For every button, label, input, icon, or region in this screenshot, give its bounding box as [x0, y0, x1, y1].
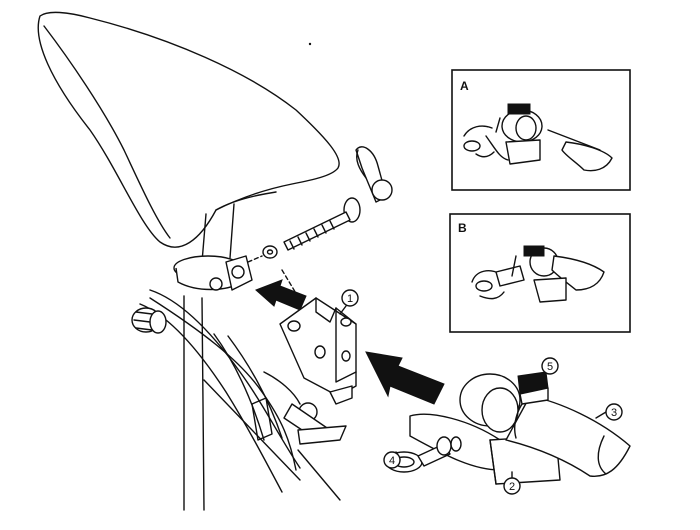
assembly-line: [247, 255, 263, 263]
inset-b-label: B: [458, 221, 467, 235]
bicycle-saddle: [37, 11, 340, 248]
callout-3: 3: [605, 403, 623, 421]
seat-post: [201, 203, 235, 263]
direction-arrow-icon: [255, 279, 307, 311]
washer: [262, 245, 278, 259]
inset-b: B: [449, 213, 631, 333]
leader-line: [595, 411, 607, 419]
quick-release-lever: [343, 146, 393, 223]
callout-1-label: 1: [347, 293, 353, 305]
callout-5: 5: [541, 357, 559, 375]
leader-line: [339, 305, 347, 315]
callout-3-label: 3: [611, 407, 617, 419]
inset-a: A: [451, 69, 631, 191]
knurled-nut: [131, 307, 167, 334]
quick-release-skewer: [283, 211, 351, 251]
callout-2: 2: [503, 477, 521, 495]
switch: [517, 371, 549, 405]
callout-2-label: 2: [509, 481, 515, 493]
callout-5-label: 5: [547, 361, 553, 373]
inset-a-label: A: [460, 79, 469, 93]
direction-arrow-icon: [365, 351, 445, 405]
seat-clamp: [173, 255, 253, 291]
callout-4: 4: [383, 451, 401, 469]
stray-mark: [308, 42, 312, 46]
callout-4-label: 4: [389, 455, 395, 467]
callout-1: 1: [341, 289, 359, 307]
brake-caliper: [283, 402, 347, 445]
brake-cable: [149, 297, 301, 471]
mounting-bracket: [279, 297, 357, 405]
